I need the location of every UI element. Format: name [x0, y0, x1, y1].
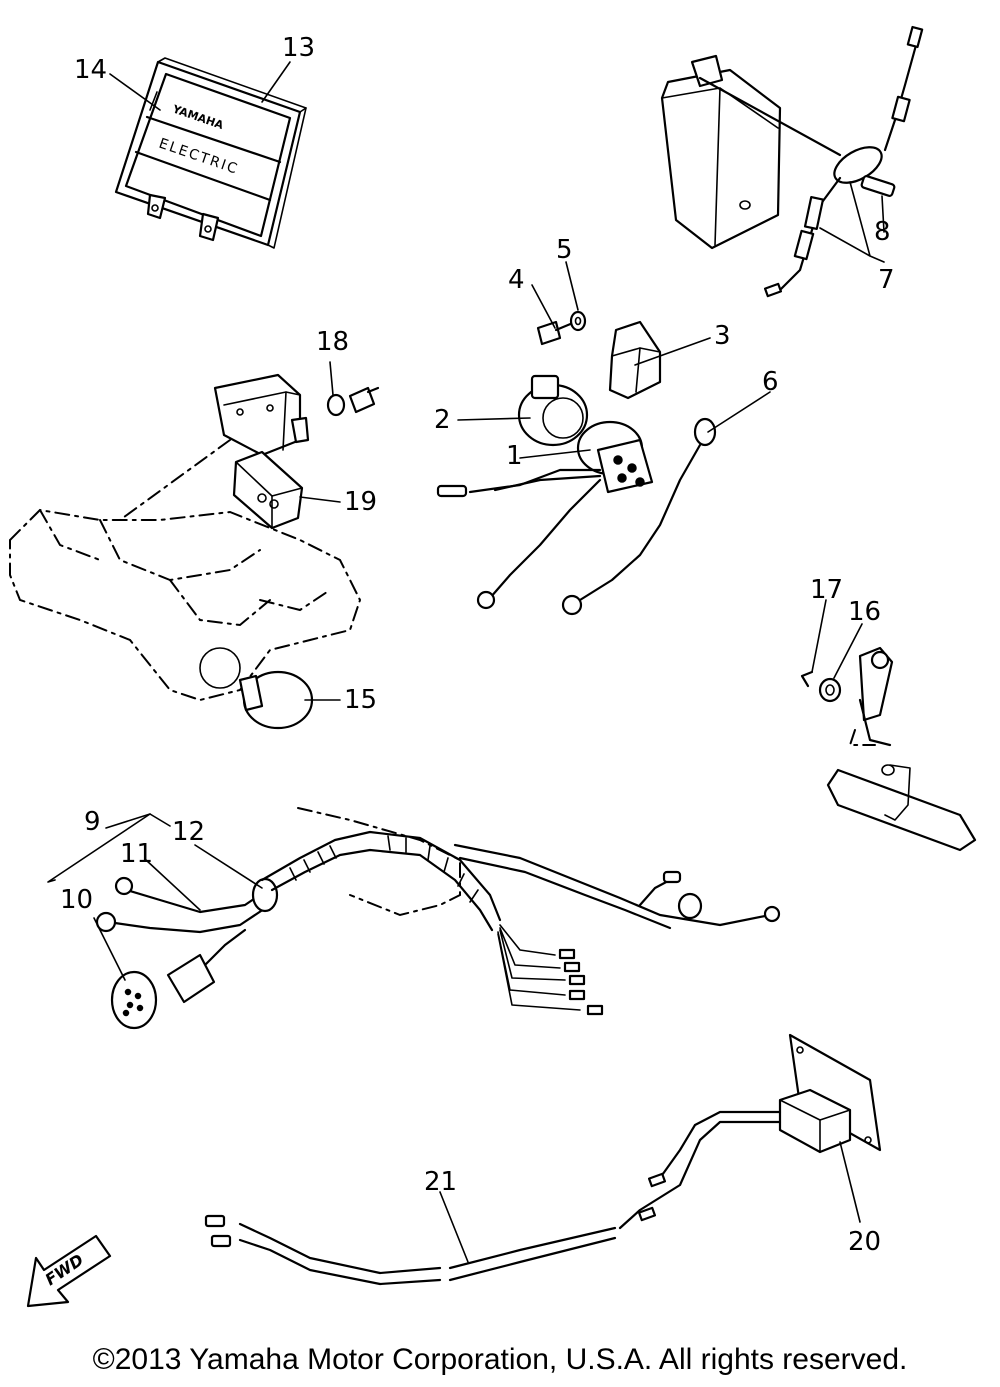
rectifier-bracket — [213, 373, 310, 457]
remote-control-box — [778, 1033, 882, 1154]
copyright-notice: ©2013 Yamaha Motor Corporation, U.S.A. A… — [92, 1343, 908, 1376]
callout-label-20: 20 — [848, 1227, 881, 1257]
bracket-bolt — [348, 386, 380, 414]
relay-cover — [608, 320, 662, 400]
callout-labels: 13 14 4 5 3 6 8 7 2 1 18 19 15 17 16 9 1… — [60, 33, 895, 1257]
starter-relay — [436, 420, 654, 610]
callout-label-16: 16 — [848, 597, 881, 627]
engine-mount-phantom — [9, 439, 362, 702]
parts-diagram: YAMAHA ELECTRIC — [9, 25, 977, 1308]
remote-control-lead — [204, 1110, 782, 1286]
rectifier-regulator — [232, 450, 304, 530]
relay-rubber-boot — [517, 374, 589, 447]
bracket-washer — [326, 393, 346, 417]
callout-label-10: 10 — [60, 885, 93, 915]
grommet-plug — [199, 647, 314, 730]
fuse — [860, 175, 896, 197]
callout-label-8: 8 — [874, 217, 891, 247]
callout-label-6: 6 — [762, 367, 779, 397]
callout-label-17: 17 — [810, 575, 843, 605]
callout-label-1: 1 — [506, 441, 523, 471]
electric-cover-plate: YAMAHA ELECTRIC — [114, 57, 307, 249]
callout-label-3: 3 — [714, 321, 731, 351]
neutral-switch-link — [800, 646, 977, 852]
callout-label-9: 9 — [84, 807, 101, 837]
callout-label-5: 5 — [556, 235, 573, 265]
battery-box — [660, 54, 782, 250]
fwd-arrow-icon: FWD — [26, 1234, 112, 1308]
callout-label-11: 11 — [120, 839, 153, 869]
callout-label-19: 19 — [344, 487, 377, 517]
callout-label-18: 18 — [316, 327, 349, 357]
callout-label-15: 15 — [344, 685, 377, 715]
fuse-holder-lead — [698, 25, 924, 298]
wire-harness — [95, 807, 781, 1016]
callout-label-13: 13 — [282, 33, 315, 63]
callout-label-21: 21 — [424, 1167, 457, 1197]
callout-label-12: 12 — [172, 817, 205, 847]
callout-label-2: 2 — [434, 405, 451, 435]
callout-label-4: 4 — [508, 265, 525, 295]
callout-leaders — [47, 61, 885, 1263]
main-harness-connector — [110, 928, 247, 1030]
relay-washer — [569, 310, 587, 332]
callout-label-14: 14 — [74, 55, 107, 85]
battery-cable — [561, 417, 717, 616]
callout-label-7: 7 — [878, 265, 895, 295]
